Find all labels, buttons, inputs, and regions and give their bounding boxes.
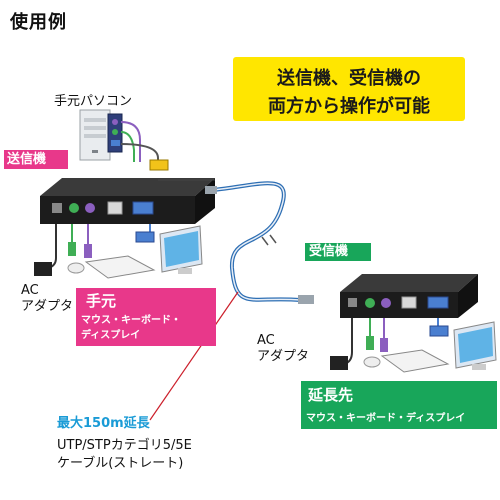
utp-cable: [205, 181, 314, 304]
page-title: 使用例: [10, 12, 67, 33]
sender-ac-adapter: [34, 262, 52, 276]
sender-device: [40, 178, 215, 224]
cable-label-line-2: ケーブル(ストレート): [57, 456, 184, 471]
pc-label: 手元パソコン: [54, 94, 133, 109]
pc-cables: [120, 121, 159, 165]
local-mouse: [67, 262, 85, 274]
pc-tower: [79, 109, 111, 161]
distance-label: 最大150m延長: [57, 416, 150, 431]
remote-vga-plug: [429, 325, 449, 337]
receiver-ac-adapter-label: AC アダプタ: [257, 333, 309, 365]
local-box-line-2: ディスプレイ: [81, 330, 141, 341]
ac-label-line-2: アダプタ: [257, 349, 310, 364]
sender-ac-adapter-label: AC アダプタ: [21, 283, 73, 315]
receiver-tag: 受信機: [305, 243, 371, 261]
receiver-ps2-plug-purple: [380, 338, 388, 352]
distance-leader-line: [149, 291, 239, 421]
remote-peripherals-box: 延長先 マウス・キーボード・ディスプレイ: [301, 381, 497, 429]
receiver-ac-adapter: [330, 356, 348, 370]
local-box-heading: 手元: [86, 292, 117, 310]
ac-label-line-1: AC: [21, 283, 39, 298]
local-vga-plug: [135, 231, 155, 243]
callout-box: 送信機、受信機の 両方から操作が可能: [233, 57, 465, 121]
sender-ps2-plug-purple: [84, 244, 92, 258]
remote-box-line-1: マウス・キーボード・ディスプレイ: [306, 413, 466, 424]
callout-line-1: 送信機、受信機の: [277, 68, 421, 89]
local-box-line-1: マウス・キーボード・: [81, 315, 181, 326]
local-peripherals-box: 手元 マウス・キーボード・ ディスプレイ: [76, 288, 216, 346]
receiver-ps2-plug-green: [366, 336, 374, 350]
sender-ps2-plug-green: [68, 242, 76, 256]
remote-keyboard: [380, 349, 450, 373]
callout-line-2: 両方から操作が可能: [268, 96, 430, 117]
pc-port-panel: [107, 113, 123, 153]
ac-label-line-1: AC: [257, 333, 275, 348]
remote-mouse: [363, 356, 381, 368]
cable-label: UTP/STPカテゴリ5/5E ケーブル(ストレート): [57, 437, 192, 473]
remote-box-heading: 延長先: [308, 386, 354, 404]
local-monitor: [135, 225, 203, 274]
receiver-device: [340, 274, 478, 318]
cable-label-line-1: UTP/STPカテゴリ5/5E: [57, 438, 192, 453]
sender-tag: 送信機: [4, 150, 68, 169]
local-keyboard: [84, 255, 156, 279]
ac-label-line-2: アダプタ: [21, 299, 74, 314]
pc-kvm-connector: [149, 159, 169, 171]
remote-monitor: [429, 321, 497, 370]
